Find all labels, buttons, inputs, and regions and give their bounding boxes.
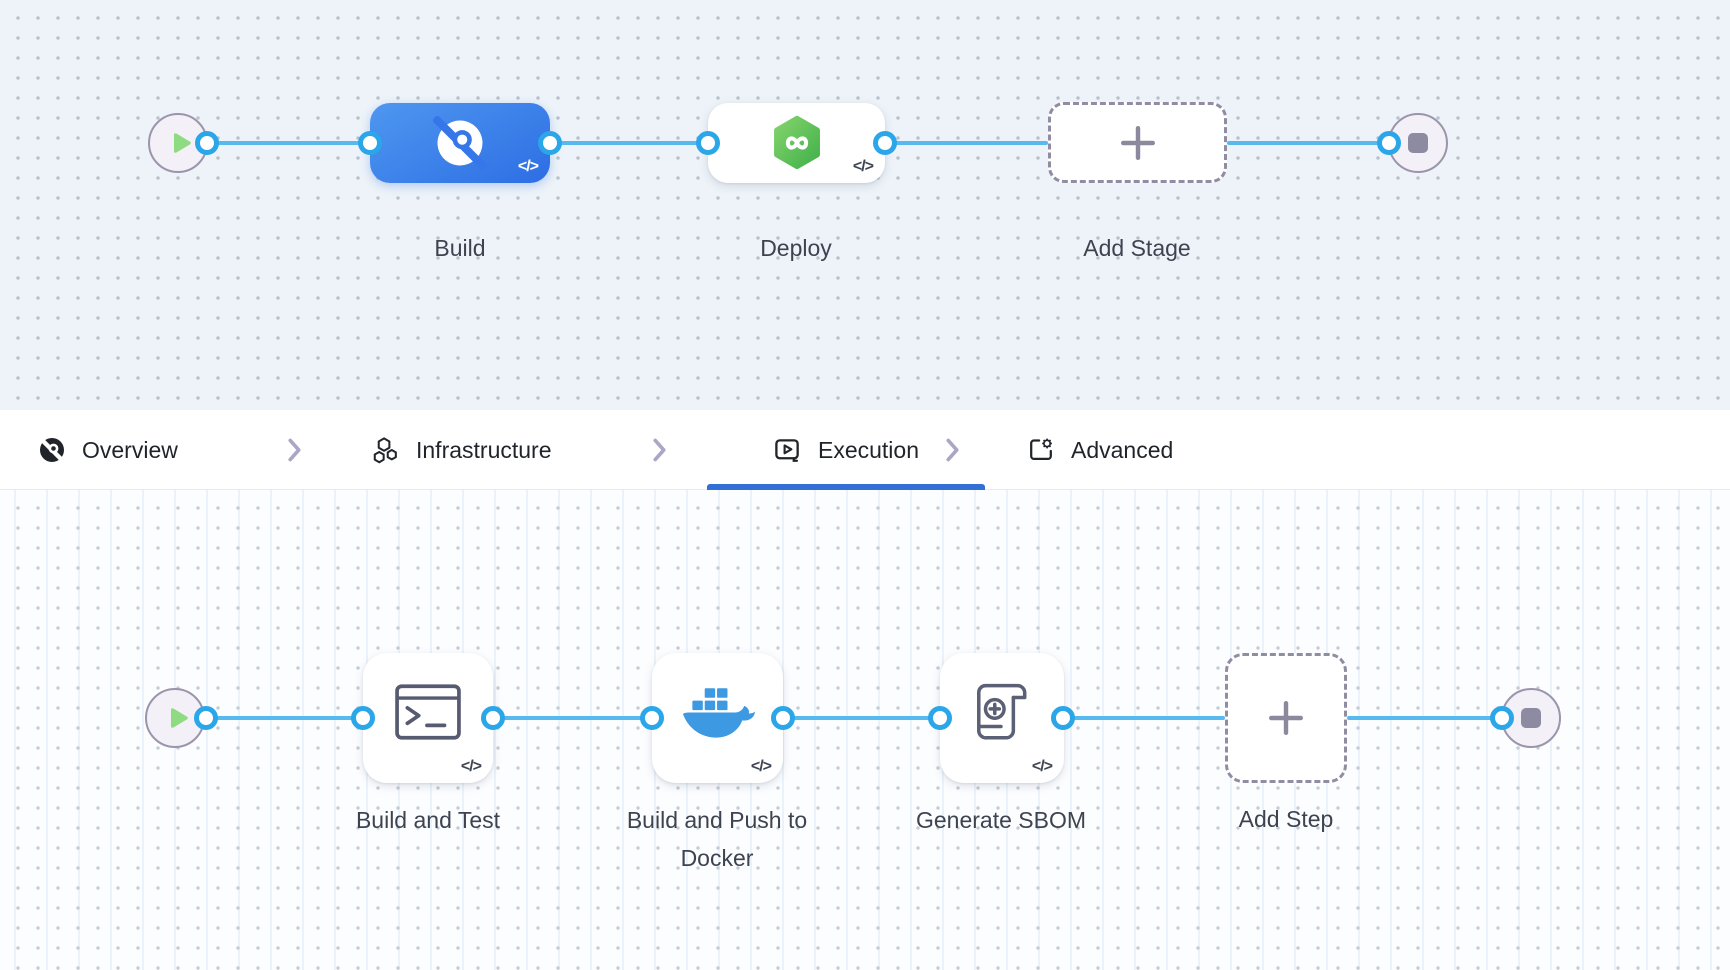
plus-icon (1269, 701, 1303, 735)
step-node-generate-sbom[interactable]: </> (940, 653, 1064, 783)
tab-execution[interactable]: Execution (707, 410, 985, 490)
connector-point[interactable] (640, 706, 664, 730)
connector-line (493, 716, 652, 720)
code-view-badge[interactable]: </> (1031, 758, 1053, 775)
sbom-scroll-icon (977, 683, 1027, 740)
step-label-generate-sbom: Generate SBOM (915, 807, 1087, 833)
stage-pipeline-canvas[interactable]: </> </> (0, 0, 1730, 410)
pipeline-end-node[interactable] (1388, 113, 1448, 173)
code-view-badge[interactable]: </> (517, 158, 539, 175)
play-icon (173, 133, 191, 153)
tab-infrastructure[interactable]: Infrastructure (371, 410, 552, 490)
connector-point[interactable] (481, 706, 505, 730)
connector-point[interactable] (358, 131, 382, 155)
connector-line (206, 716, 363, 720)
chevron-right-icon (286, 410, 303, 490)
connector-point[interactable] (538, 131, 562, 155)
step-label-add-step: Add Step (1238, 806, 1334, 832)
execution-start-node[interactable] (145, 688, 205, 748)
connector-point[interactable] (696, 131, 720, 155)
connector-point[interactable] (1490, 706, 1514, 730)
overview-icon (40, 438, 64, 462)
connector-line (1347, 716, 1502, 720)
execution-icon (775, 438, 799, 462)
step-label-build-and-test: Build and Test (355, 807, 501, 833)
infrastructure-icon (373, 436, 397, 463)
tab-label: Overview (82, 436, 178, 463)
connector-point[interactable] (928, 706, 952, 730)
connector-line (1063, 716, 1225, 720)
stage-node-deploy[interactable]: </> (708, 103, 885, 183)
active-tab-underline (707, 484, 985, 490)
stage-config-tabbar: Overview Infrastructure (0, 410, 1730, 490)
play-icon (170, 708, 188, 728)
execution-steps-canvas[interactable]: </> </> (0, 490, 1730, 970)
connector-point[interactable] (195, 131, 219, 155)
tab-label: Execution (817, 436, 919, 463)
ci-build-icon (433, 116, 487, 170)
docker-icon (682, 688, 755, 738)
tab-advanced[interactable]: Advanced (1027, 410, 1173, 490)
code-view-badge[interactable]: </> (460, 758, 482, 775)
add-step-button[interactable] (1225, 653, 1347, 783)
connector-point[interactable] (1051, 706, 1075, 730)
tab-label: Advanced (1071, 436, 1174, 463)
code-view-badge[interactable]: </> (852, 158, 874, 175)
code-view-badge[interactable]: </> (750, 758, 772, 775)
add-stage-button[interactable] (1048, 102, 1227, 183)
connector-point[interactable] (351, 706, 375, 730)
connector-line (885, 141, 1048, 145)
chevron-right-icon (651, 410, 668, 490)
tab-overview[interactable]: Overview (38, 410, 178, 490)
step-node-build-and-push-to-docker[interactable]: </> (652, 653, 783, 783)
terminal-icon (395, 684, 461, 740)
connector-point[interactable] (1377, 131, 1401, 155)
connector-line (783, 716, 940, 720)
tab-label: Infrastructure (416, 436, 552, 463)
stage-label-build: Build (434, 235, 486, 261)
advanced-icon (1030, 438, 1052, 460)
step-label-build-and-push-to-docker: Build and Push to Docker (626, 807, 808, 871)
plus-icon (1120, 125, 1155, 160)
stage-label-add-stage: Add Stage (1083, 235, 1191, 261)
connector-point[interactable] (194, 706, 218, 730)
stage-label-deploy: Deploy (760, 235, 832, 261)
connector-line (207, 141, 370, 145)
connector-point[interactable] (771, 706, 795, 730)
step-node-build-and-test[interactable]: </> (363, 653, 493, 783)
connector-line (550, 141, 708, 145)
stop-icon (1408, 133, 1428, 153)
stop-icon (1521, 708, 1541, 728)
cd-deploy-icon (773, 115, 820, 169)
connector-line (1227, 141, 1389, 145)
chevron-right-icon (944, 410, 961, 490)
connector-point[interactable] (873, 131, 897, 155)
stage-node-build[interactable]: </> (370, 103, 550, 183)
